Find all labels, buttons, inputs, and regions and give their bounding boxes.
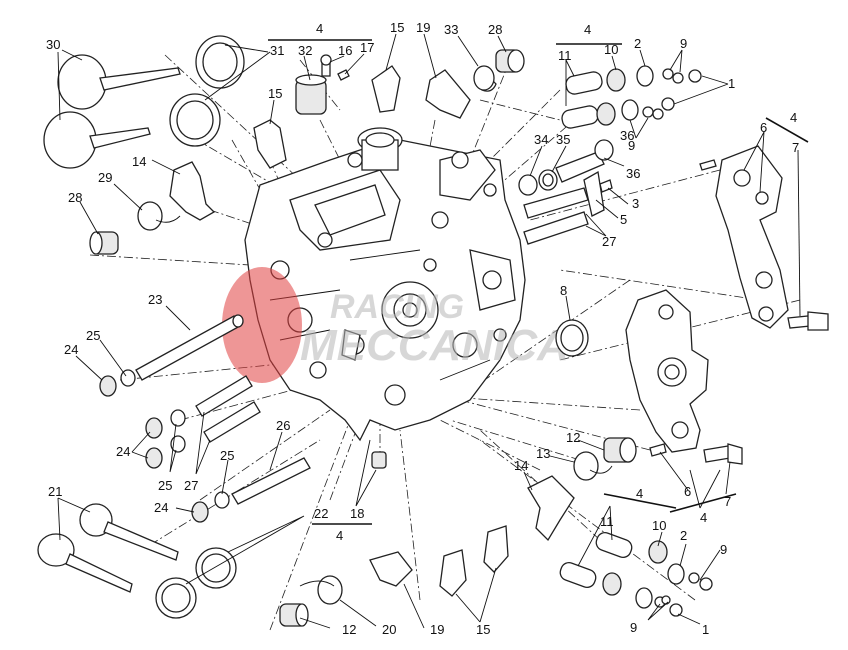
callout-13: 13 [536,446,550,461]
intake-valves [43,54,181,169]
callout-32: 32 [298,43,312,58]
callout-4-top: 4 [316,21,323,36]
callout-2-top-right: 2 [634,36,641,51]
callout-5: 5 [620,212,627,227]
callout-7-mid: 7 [724,494,731,509]
valve-seats [169,35,245,147]
callout-19-bottom: 19 [430,622,444,637]
callout-10-bottom-right: 10 [652,518,666,533]
callout-9-top-right-b: 9 [628,138,635,153]
callout-36-b: 36 [626,166,640,181]
callout-26: 26 [276,418,290,433]
callout-27-right: 27 [602,234,616,249]
callout-28-left: 28 [68,190,82,205]
callout-35: 35 [556,132,570,147]
callout-10-top-right: 10 [604,42,618,57]
callout-4-top-right: 4 [584,22,591,37]
callout-18: 18 [350,506,364,521]
callout-24-a: 24 [64,342,78,357]
leader-lines [57,33,809,629]
o-ring [555,319,589,357]
callout-9-bottom-right-b: 9 [630,620,637,635]
callout-25-b: 25 [158,478,172,493]
cylinder-head [244,127,526,442]
callout-23: 23 [148,292,162,307]
callout-6-mid: 6 [684,484,691,499]
callout-30: 30 [46,37,60,52]
callout-4-bottom-left: 4 [336,528,343,543]
callout-1-top-right: 1 [728,76,735,91]
callout-34: 34 [534,132,548,147]
valve-group-top-right [561,65,702,129]
tappet-group-middle [527,437,637,542]
callout-31: 31 [270,43,284,58]
callout-15-left: 15 [268,86,282,101]
callout-20: 20 [382,622,396,637]
callout-27-left: 27 [184,478,198,493]
callout-6-right: 6 [760,120,767,135]
callout-1-bottom-right: 1 [702,622,709,637]
watermark-line1: RACING [330,288,464,326]
callout-19-top: 19 [416,20,430,35]
callout-16: 16 [338,43,352,58]
callout-12-mid: 12 [566,430,580,445]
callout-36-a: 36 [620,128,634,143]
callout-3: 3 [632,196,639,211]
support-bracket-lower-right [625,289,743,465]
callout-4-mid: 4 [700,510,707,525]
callout-24-b: 24 [116,444,130,459]
callout-4-right: 4 [790,110,797,125]
callout-17: 17 [360,40,374,55]
tappet-group-top [295,54,350,115]
watermark-logo [222,267,302,383]
callout-11-top-right: 11 [558,48,572,63]
callout-9-top-right-a: 9 [680,36,687,51]
watermark-line2: MECCANICA [300,321,569,370]
rocker-group-bottom [279,525,509,627]
exhaust-valves [37,503,179,593]
callout-21: 21 [48,484,62,499]
callout-24-c: 24 [154,500,168,515]
shaft-group-upper-right [518,139,614,245]
watermark: RACING MECCANICA [222,267,569,383]
callout-15-top: 15 [390,20,404,35]
callout-15-bottom: 15 [476,622,490,637]
callout-25-a: 25 [86,328,100,343]
callout-28-top: 28 [488,22,502,37]
pins-and-plugs-left [99,314,311,523]
exhaust-valve-seats [155,547,237,619]
valve-group-bottom-right [559,531,713,617]
rocker-arms-top [371,49,525,119]
rocker-arms-left [89,119,287,255]
callout-12-bottom: 12 [342,622,356,637]
callout-29: 29 [98,170,112,185]
callout-14-mid: 14 [514,458,528,473]
callout-33: 33 [444,22,458,37]
support-bracket-right [699,145,829,331]
callout-14-left: 14 [132,154,146,169]
callout-11-bottom-right: 11 [600,514,614,529]
callout-2-bottom-right: 2 [680,528,687,543]
callout-25-c: 25 [220,448,234,463]
sleeve-part [371,451,387,469]
callout-22: 22 [314,506,328,521]
callout-7-right: 7 [792,140,799,155]
callout-9-bottom-right-a: 9 [720,542,727,557]
callout-labels: 30 31 4 32 16 17 15 19 33 28 4 11 10 2 9… [46,20,799,637]
callout-4-bottom-right: 4 [636,486,643,501]
callout-8: 8 [560,283,567,298]
